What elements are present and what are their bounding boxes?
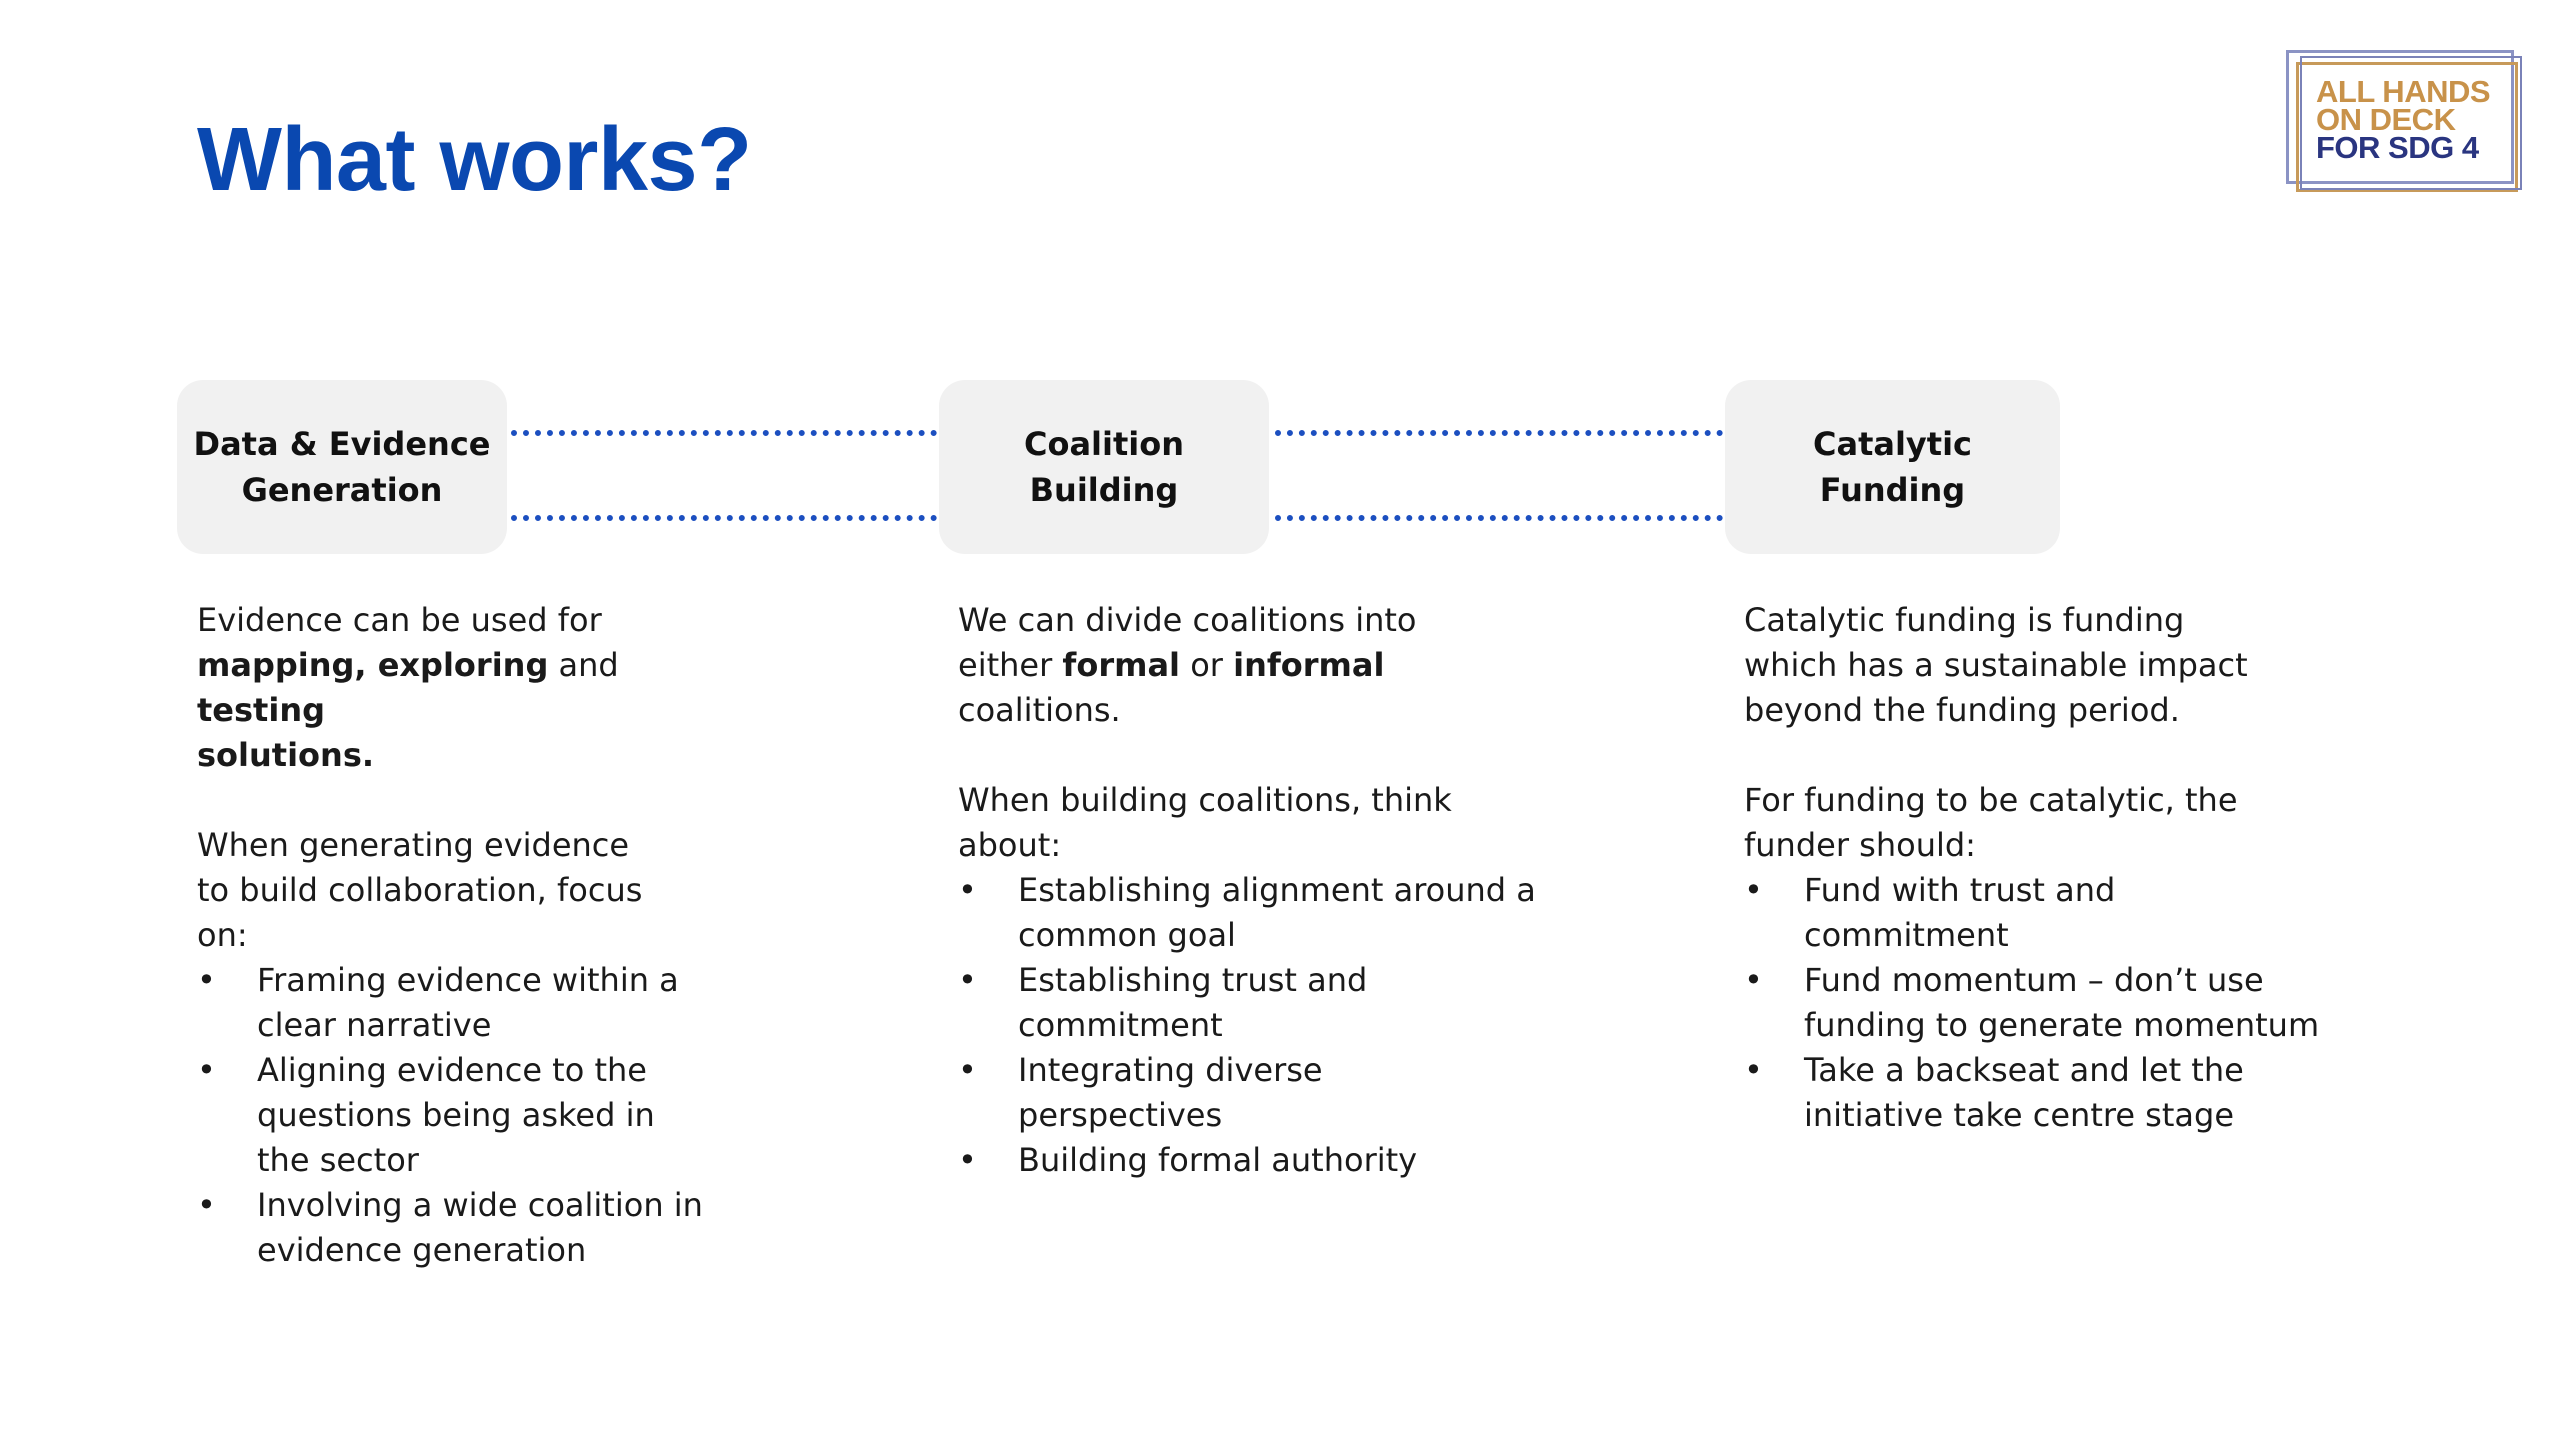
logo-text: ALL HANDS ON DECK FOR SDG 4: [2316, 74, 2491, 165]
bullet-list: • Establishing alignment around a common …: [958, 868, 1536, 1183]
list-item: • Framing evidence within a clear narrati…: [197, 958, 687, 1048]
list-item: • Fund momentum – don’t use funding to ge…: [1744, 958, 2324, 1048]
column-intro: We can divide coalitions into either for…: [958, 598, 1518, 733]
column-intro: Catalytic funding is funding which has a…: [1744, 601, 2248, 729]
box-coalition-building: Coalition Building: [939, 380, 1269, 554]
bullet-icon: •: [197, 961, 216, 999]
list-item-text: Establishing alignment around a common g…: [1018, 871, 1536, 954]
list-item: • Take a backseat and let the initiative …: [1744, 1048, 2324, 1138]
list-item: • Establishing trust and commitment: [958, 958, 1438, 1048]
column-coalition-building: We can divide coalitions into either for…: [958, 598, 1536, 1183]
column-intro: Evidence can be used for mapping, explor…: [197, 598, 737, 778]
dotted-connector: [511, 515, 937, 521]
list-item-text: Aligning evidence to the questions being…: [257, 1051, 655, 1179]
intro-bold: formal: [1062, 646, 1181, 684]
bullet-icon: •: [1744, 1051, 1763, 1089]
bullet-icon: •: [197, 1186, 216, 1224]
logo-line-1: ALL HANDS: [2316, 74, 2491, 109]
intro-text: Evidence can be used for: [197, 601, 602, 639]
list-item: • Building formal authority: [958, 1138, 1578, 1183]
logo-frame: [2296, 62, 2518, 192]
box-catalytic-funding: Catalytic Funding: [1725, 380, 2060, 554]
list-item-text: Involving a wide coalition in evidence g…: [257, 1186, 703, 1269]
list-item-text: Take a backseat and let the initiative t…: [1804, 1051, 2244, 1134]
bullet-icon: •: [958, 871, 977, 909]
list-item: • Aligning evidence to the questions bein…: [197, 1048, 717, 1183]
box-label-line: Catalytic Funding: [1812, 425, 1973, 509]
intro-text: We can divide coalitions into: [958, 601, 1417, 639]
list-item-text: Fund momentum – don’t use funding to gen…: [1804, 961, 2320, 1044]
intro-text: either: [958, 646, 1063, 684]
column-data-evidence: Evidence can be used for mapping, explor…: [197, 598, 737, 1273]
logo-frame: [2286, 50, 2514, 184]
list-item-text: Building formal authority: [1018, 1141, 1418, 1179]
list-item: • Integrating diverse perspectives: [958, 1048, 1438, 1138]
bullet-list: • Framing evidence within a clear narrati…: [197, 958, 737, 1273]
dotted-connector: [1275, 515, 1723, 521]
list-item: • Fund with trust and commitment: [1744, 868, 2214, 958]
bullet-icon: •: [1744, 961, 1763, 999]
slide-title: What works?: [197, 110, 752, 210]
intro-text: coalitions.: [958, 691, 1121, 729]
bullet-icon: •: [958, 1051, 977, 1089]
list-item-text: Establishing trust and commitment: [1018, 961, 1368, 1044]
intro-bold: testing: [197, 691, 325, 729]
intro-text: and: [548, 646, 619, 684]
list-item: • Involving a wide coalition in evidence …: [197, 1183, 737, 1273]
list-item-text: Fund with trust and commitment: [1804, 871, 2116, 954]
box-label-line: Generation: [241, 471, 443, 509]
bullet-icon: •: [197, 1051, 216, 1089]
box-label-line: Data & Evidence: [193, 425, 491, 463]
list-item-text: Integrating diverse perspectives: [1018, 1051, 1323, 1134]
bullet-icon: •: [958, 961, 977, 999]
column-lead: When generating evidence to build collab…: [197, 826, 643, 954]
intro-bold: informal: [1233, 646, 1385, 684]
bullet-icon: •: [1744, 871, 1763, 909]
bullet-icon: •: [958, 1141, 977, 1179]
list-item: • Establishing alignment around a common …: [958, 868, 1578, 958]
logo-line-3: FOR SDG 4: [2316, 130, 2479, 165]
intro-bold: solutions.: [197, 736, 375, 774]
column-catalytic-funding: Catalytic funding is funding which has a…: [1744, 598, 2319, 1138]
intro-bold: mapping, exploring: [197, 646, 549, 684]
box-label-line: Coalition Building: [1023, 425, 1185, 509]
dotted-connector: [511, 430, 937, 436]
bullet-list: • Fund with trust and commitment • Fund mo…: [1744, 868, 2319, 1138]
column-lead: For funding to be catalytic, the funder …: [1744, 781, 2238, 864]
list-item-text: Framing evidence within a clear narrativ…: [257, 961, 679, 1044]
box-data-evidence-generation: Data & Evidence Generation: [177, 380, 507, 554]
logo-line-2: ON DECK: [2316, 102, 2456, 137]
all-hands-on-deck-logo: ALL HANDS ON DECK FOR SDG 4: [2286, 50, 2522, 192]
dotted-connector: [1275, 430, 1723, 436]
logo-frame: [2300, 56, 2522, 190]
column-lead: When building coalitions, think about:: [958, 781, 1452, 864]
intro-text: or: [1180, 646, 1234, 684]
